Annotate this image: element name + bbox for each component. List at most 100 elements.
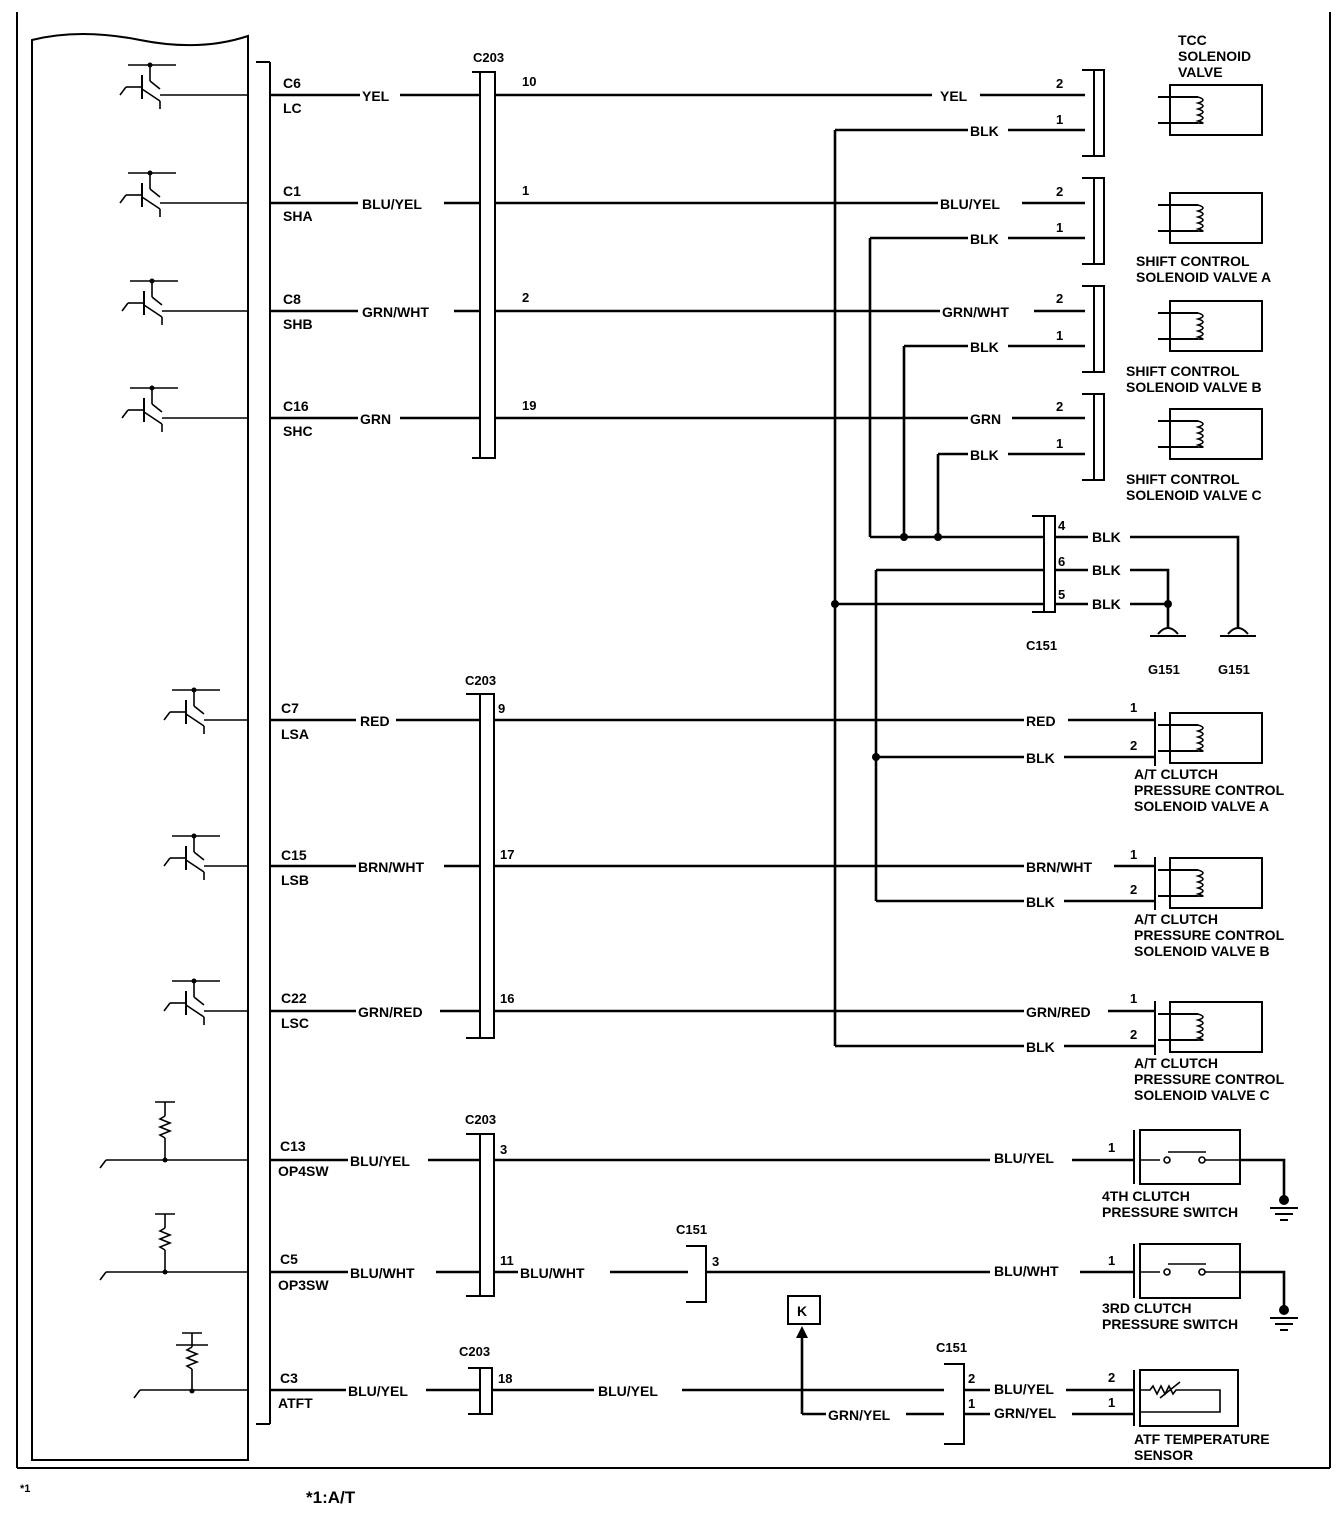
solenoid-sha [1082, 177, 1263, 265]
wire-color: RED [1026, 713, 1056, 729]
component-pin: 1 [1130, 847, 1137, 862]
connector-label: C151 [1026, 638, 1057, 653]
right-wire-labels: YEL BLU/YEL GRN/WHT GRN RED BRN/WHT GRN/… [940, 88, 1093, 1421]
c203-pin-numbers: 10 1 2 19 9 17 16 3 11 18 [498, 74, 536, 1386]
lsb-caption: SOLENOID VALVE B [1134, 943, 1270, 959]
ecu-signal: LSB [281, 872, 309, 888]
diagram-border [16, 12, 1331, 1469]
ecu-signal: OP4SW [278, 1163, 329, 1179]
ground-g151: G151 [1148, 627, 1186, 677]
wire-color: BLK [970, 339, 999, 355]
component-pin: 2 [1056, 184, 1063, 199]
component-captions: TCC SOLENOID VALVE SHIFT CONTROL SOLENOI… [1102, 32, 1285, 1463]
ecu-signal: ATFT [278, 1395, 313, 1411]
c151-pin: 1 [968, 1396, 975, 1411]
ground-label: G151 [1218, 662, 1250, 677]
connector-c151: C151 [676, 1222, 707, 1303]
shc-caption: SHIFT CONTROL [1126, 471, 1240, 487]
component-pin: 2 [1108, 1370, 1115, 1385]
tcc-caption: SOLENOID [1178, 48, 1251, 64]
c203-pin: 19 [522, 398, 536, 413]
c203-pin: 2 [522, 290, 529, 305]
component-pin: 1 [1130, 991, 1137, 1006]
wire-color: BLU/YEL [994, 1381, 1054, 1397]
ecu-signal: OP3SW [278, 1277, 329, 1293]
connector-c151: C151 [936, 1340, 967, 1445]
ecu-pin: C3 [280, 1370, 298, 1386]
c203-pin: 18 [498, 1371, 512, 1386]
wire-color: GRN [970, 411, 1001, 427]
ecu-pin: C5 [280, 1251, 298, 1267]
sha-caption: SHIFT CONTROL [1136, 253, 1250, 269]
ecu-pin: C8 [283, 291, 301, 307]
ecu-signal: LSC [281, 1015, 309, 1031]
c203-pin: 17 [500, 847, 514, 862]
wire-color: GRN/RED [358, 1004, 423, 1020]
ecu-signal: SHC [283, 423, 313, 439]
c203-pin: 3 [500, 1142, 507, 1157]
connector-label: C203 [465, 1112, 496, 1127]
op3-caption: 3RD CLUTCH [1102, 1300, 1191, 1316]
c151-pin: 2 [968, 1371, 975, 1386]
wire-color: GRN/YEL [828, 1407, 891, 1423]
wire-color: BRN/WHT [358, 859, 425, 875]
lsa-caption: PRESSURE CONTROL [1134, 782, 1285, 798]
wire-color: BLU/YEL [994, 1150, 1054, 1166]
junction-label: K [797, 1303, 807, 1319]
lsa-caption: A/T CLUTCH [1134, 766, 1218, 782]
wire-color: BLU/YEL [350, 1153, 410, 1169]
component-pin: 1 [1130, 700, 1137, 715]
tcc-caption: VALVE [1178, 64, 1223, 80]
ecu-signal: SHA [283, 208, 313, 224]
component-pin: 2 [1056, 76, 1063, 91]
pressure-switch-4th [1133, 1129, 1299, 1221]
ecu-pin: C16 [283, 398, 309, 414]
ecu-drivers [99, 61, 248, 1399]
wire-color: BLU/YEL [940, 196, 1000, 212]
ecu-pin: C1 [283, 183, 301, 199]
ecu-pin: C7 [281, 700, 299, 716]
tcc-caption: TCC [1178, 32, 1207, 48]
wire-color: BLK [1092, 562, 1121, 578]
shb-caption: SOLENOID VALVE B [1126, 379, 1262, 395]
shb-caption: SHIFT CONTROL [1126, 363, 1240, 379]
wire-color: BLK [1026, 750, 1055, 766]
ground-g151: G151 [1218, 627, 1256, 677]
sha-caption: SOLENOID VALVE A [1136, 269, 1271, 285]
solenoid-tcc [1082, 69, 1263, 157]
c151-pin: 3 [712, 1254, 719, 1269]
wire-color: GRN/WHT [942, 304, 1009, 320]
wire-color: YEL [362, 88, 390, 104]
connector-label: C151 [936, 1340, 967, 1355]
atft-caption: ATF TEMPERATURE [1134, 1431, 1270, 1447]
wire-color: BLK [970, 447, 999, 463]
component-pin: 1 [1056, 220, 1063, 235]
c203-pin: 16 [500, 991, 514, 1006]
ecu-footnote-mark: *1 [20, 1483, 30, 1495]
component-pin: 1 [1108, 1395, 1115, 1410]
pressure-switch-3rd [1133, 1243, 1299, 1331]
component-pin: 2 [1130, 1027, 1137, 1042]
ecu-pin-labels: C6 LC C1 SHA C8 SHB C16 SHC C7 LSA C15 L… [278, 75, 329, 1411]
solenoid-shb [1082, 285, 1263, 373]
ground-wires [831, 128, 1240, 1048]
wire-color: BRN/WHT [1026, 859, 1093, 875]
ecu-signal: LSA [281, 726, 309, 742]
wire-color: BLK [1026, 894, 1055, 910]
wire-color: GRN/RED [1026, 1004, 1091, 1020]
c151-pin: 5 [1058, 587, 1065, 602]
mid-wire-labels: BLU/WHT BLU/YEL GRN/YEL 3 2 1 [520, 1254, 975, 1423]
wire-color: GRN/YEL [994, 1405, 1057, 1421]
solenoid-lsc [1154, 1001, 1263, 1055]
footnote: *1:A/T [306, 1488, 356, 1507]
ground-label: G151 [1148, 662, 1180, 677]
lsc-caption: A/T CLUTCH [1134, 1055, 1218, 1071]
connector-c151: C151 [1026, 515, 1057, 653]
component-pin: 1 [1056, 328, 1063, 343]
component-pins: 2 1 2 1 2 1 2 1 4 6 5 1 2 1 2 1 2 1 1 2 … [1056, 76, 1137, 1410]
solenoid-lsa [1154, 712, 1263, 766]
signal-wires [270, 93, 1155, 1416]
wire-color: BLU/WHT [520, 1265, 585, 1281]
wire-color: BLU/WHT [994, 1263, 1059, 1279]
